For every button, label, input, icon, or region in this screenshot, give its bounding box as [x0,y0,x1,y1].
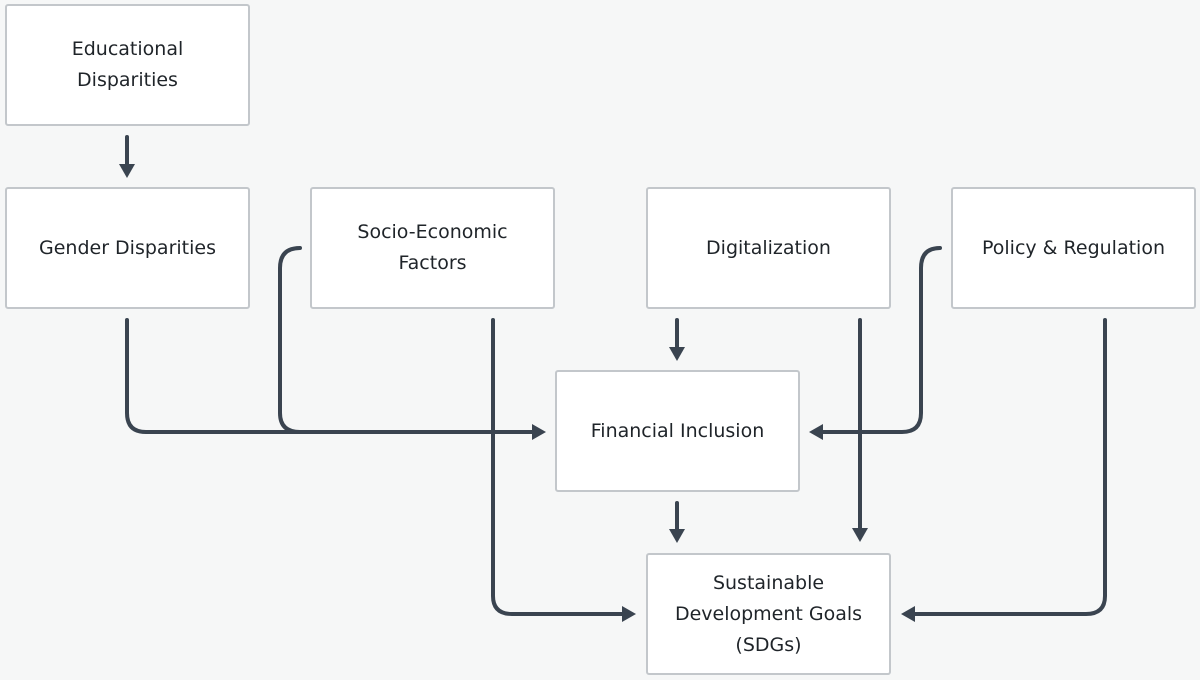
node-label: Gender Disparities [39,236,216,259]
node-gender-disparities: Gender Disparities [5,187,250,309]
arrow-policy-to-financial [821,246,942,434]
arrow-policy-to-sdgs [913,318,1107,616]
node-sustainable-development-goals: Sustainable Development Goals (SDGs) [646,553,891,675]
arrowhead-financial-right [809,424,823,440]
arrowhead-sdgs-right [901,606,915,622]
arrowhead-financial-left [532,424,546,440]
arrow-gender-to-financial [125,318,534,434]
arrow-socio-to-financial [278,246,302,434]
arrowhead-sdgs-top-left [669,529,685,543]
node-policy-regulation: Policy & Regulation [951,187,1196,309]
node-label: Financial Inclusion [590,419,765,442]
node-label: Policy & Regulation [981,236,1165,259]
node-label: Sustainable Development Goals (SDGs) [674,571,863,656]
arrowhead-gender [119,164,135,178]
node-label: Socio-Economic Factors [357,221,508,274]
node-socio-economic-factors: Socio-Economic Factors [310,187,555,309]
node-financial-inclusion: Financial Inclusion [555,370,800,492]
node-digitalization: Digitalization [646,187,891,309]
arrow-socio-to-sdgs [491,318,624,616]
arrowhead-sdgs-top-right [852,528,868,542]
node-label: Educational Disparities [71,38,184,91]
node-educational-disparities: Educational Disparities [5,4,250,126]
arrowhead-sdgs-left [622,606,636,622]
arrowhead-financial-top [669,347,685,361]
node-label: Digitalization [706,236,831,259]
